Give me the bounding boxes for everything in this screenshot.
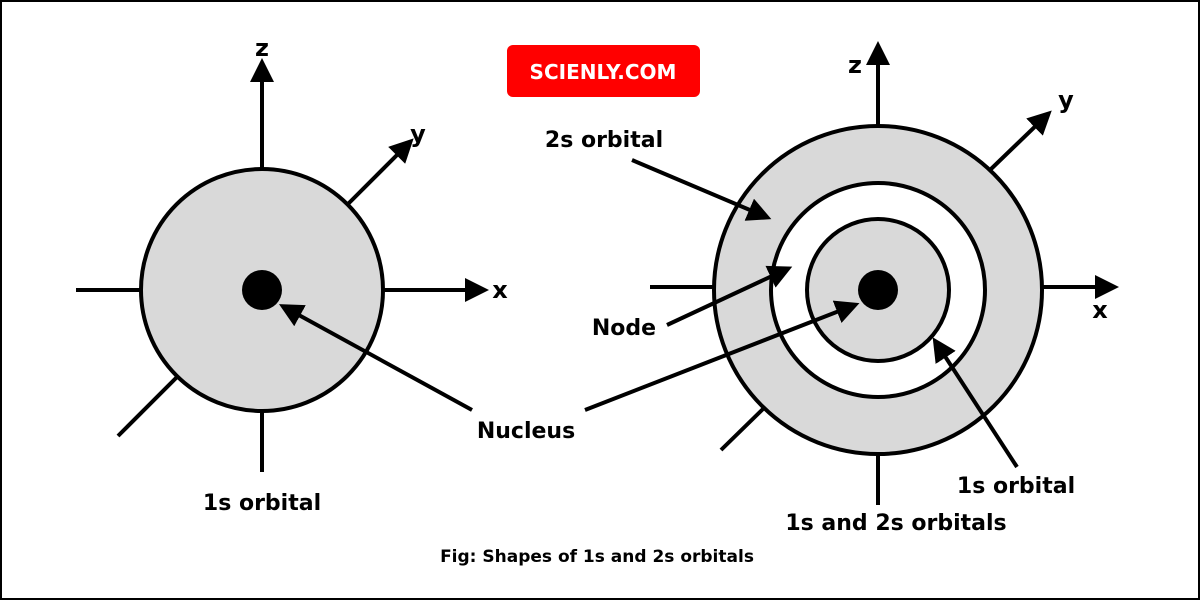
nucleus-arrow-left	[278, 304, 473, 412]
svg-text:SCIENLY.COM: SCIENLY.COM	[530, 60, 677, 84]
y-axis	[346, 138, 414, 206]
y-label: y	[1058, 86, 1074, 114]
1s-orbital-label: 1s orbital	[957, 474, 1075, 499]
z-label: z	[848, 51, 862, 79]
right-caption: 1s and 2s orbitals	[785, 511, 1006, 536]
1s-orbital-arrow	[932, 337, 1019, 469]
figure-caption: Fig: Shapes of 1s and 2s orbitals	[440, 547, 754, 567]
node-label: Node	[592, 316, 656, 341]
2s-orbital-label: 2s orbital	[545, 128, 663, 153]
right-1s-2s-diagram: z y x 1s and 2s orbitals	[650, 41, 1119, 536]
y-label: y	[410, 120, 426, 148]
y-axis	[988, 110, 1052, 172]
left-1s-diagram: z y x 1s orbital	[76, 34, 508, 516]
nucleus-dot	[242, 270, 282, 310]
z-label: z	[255, 34, 269, 62]
callouts: 2s orbital Node Nucleus 1s orbital	[278, 128, 1075, 499]
nucleus-label: Nucleus	[477, 419, 575, 444]
x-label: x	[1092, 296, 1108, 324]
brand-badge: SCIENLY.COM	[507, 45, 700, 97]
node-arrow	[666, 265, 793, 327]
left-caption: 1s orbital	[203, 491, 321, 516]
nucleus-arrow-right	[584, 300, 860, 412]
x-label: x	[492, 276, 508, 304]
2s-orbital-arrow	[631, 158, 772, 221]
nucleus-dot	[858, 270, 898, 310]
